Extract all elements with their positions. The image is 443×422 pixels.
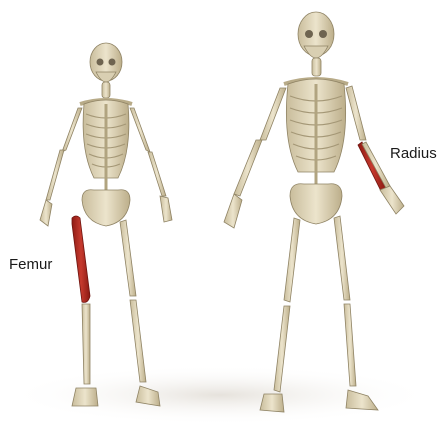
label-radius: Radius	[390, 146, 437, 161]
radius-highlight	[358, 142, 386, 191]
skeleton-left	[40, 43, 172, 406]
floor-shadow	[5, 365, 435, 422]
label-femur: Femur	[9, 257, 52, 272]
pelvis-left	[82, 190, 130, 226]
skeleton-right	[224, 12, 404, 412]
femur-highlight	[72, 216, 90, 302]
